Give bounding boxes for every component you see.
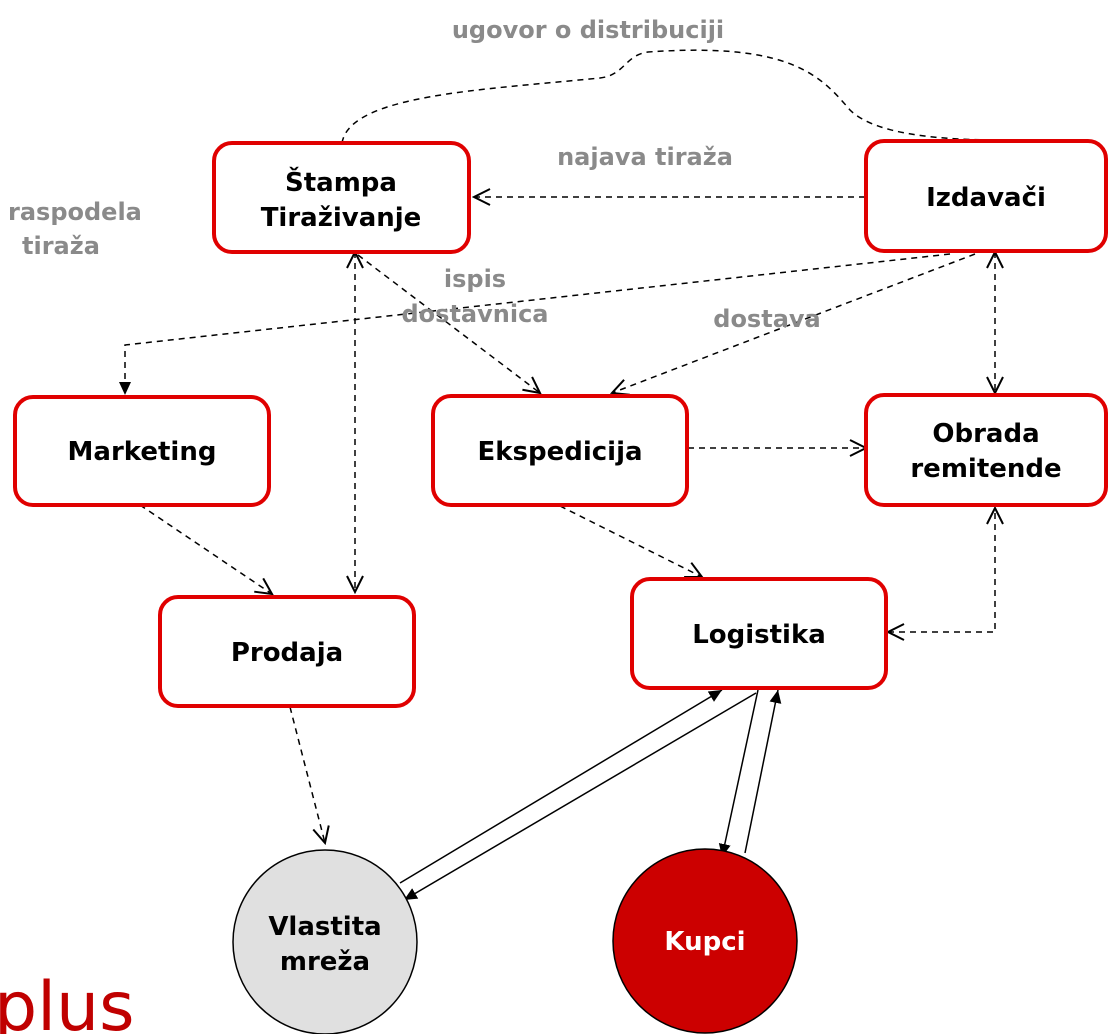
- node-obrada: Obrada remitende: [864, 393, 1108, 507]
- izdavaci-to-marketing-arrow: [119, 253, 951, 395]
- node-prodaja-label: Prodaja: [231, 638, 343, 668]
- logistika-to-vlastita-arrow: [403, 692, 757, 901]
- connectors: [119, 49, 1001, 901]
- izdavaci-to-ekspedicija-arrow: [612, 253, 976, 393]
- label-raspodela: raspodela: [8, 198, 142, 226]
- node-stampa-box: [212, 141, 471, 254]
- node-marketing: Marketing: [13, 395, 271, 507]
- node-stampa: Štampa Tiraživanje: [212, 141, 471, 254]
- node-stampa-label-line1: Štampa: [285, 166, 397, 198]
- node-logistika: Logistika: [630, 577, 888, 690]
- node-logistika-label: Logistika: [692, 620, 826, 650]
- marketing-to-prodaja-arrow: [139, 504, 272, 594]
- node-izdavaci: Izdavači: [864, 139, 1108, 253]
- label-ugovor-o-distribuciji: ugovor o distribuciji: [452, 16, 724, 44]
- kupci-to-logistika-arrow: [744, 689, 782, 854]
- node-vlastita-mreza-label-line2: mreža: [280, 947, 370, 977]
- node-ekspedicija: Ekspedicija: [431, 394, 689, 507]
- node-obrada-box: [864, 393, 1108, 507]
- logistika-obrada-arrow: [888, 508, 995, 632]
- node-vlastita-mreza-circle: [232, 849, 418, 1034]
- label-tiraza: tiraža: [22, 232, 100, 260]
- node-ekspedicija-label: Ekspedicija: [477, 437, 642, 467]
- node-vlastita-mreza-label-line1: Vlastita: [268, 912, 381, 942]
- prodaja-to-vlastita-arrow: [289, 706, 325, 843]
- label-dostavnica: dostavnica: [402, 300, 549, 328]
- node-logistika-box: [630, 577, 888, 690]
- ekspedicija-to-logistika-arrow: [559, 505, 702, 577]
- edge-labels: ugovor o distribuciji najava tiraža rasp…: [8, 16, 821, 333]
- label-najava-tiraza: najava tiraža: [557, 143, 733, 171]
- node-obrada-label-line1: Obrada: [932, 419, 1039, 449]
- node-obrada-label-line2: remitende: [910, 454, 1061, 484]
- logistika-to-kupci-arrow: [718, 689, 759, 858]
- vlastita-to-logistika-arrow: [399, 689, 723, 884]
- node-kupci: Kupci: [612, 848, 798, 1034]
- node-vlastita-mreza: Vlastita mreža: [232, 849, 418, 1034]
- contract-connector: [341, 49, 1001, 144]
- label-dostava: dostava: [713, 305, 820, 333]
- node-marketing-label: Marketing: [68, 437, 217, 467]
- node-prodaja-box: [158, 595, 416, 708]
- node-kupci-label: Kupci: [664, 927, 745, 957]
- label-ispis: ispis: [444, 265, 506, 293]
- plus-logo: plus: [0, 968, 135, 1034]
- node-stampa-label-line2: Tiraživanje: [261, 203, 422, 233]
- stampa-to-ekspedicija-arrow: [357, 254, 540, 393]
- node-kupci-circle: [612, 848, 798, 1034]
- node-ekspedicija-box: [431, 394, 689, 507]
- node-izdavaci-box: [864, 139, 1108, 253]
- node-izdavaci-label: Izdavači: [926, 183, 1046, 213]
- node-prodaja: Prodaja: [158, 595, 416, 708]
- node-marketing-box: [13, 395, 271, 507]
